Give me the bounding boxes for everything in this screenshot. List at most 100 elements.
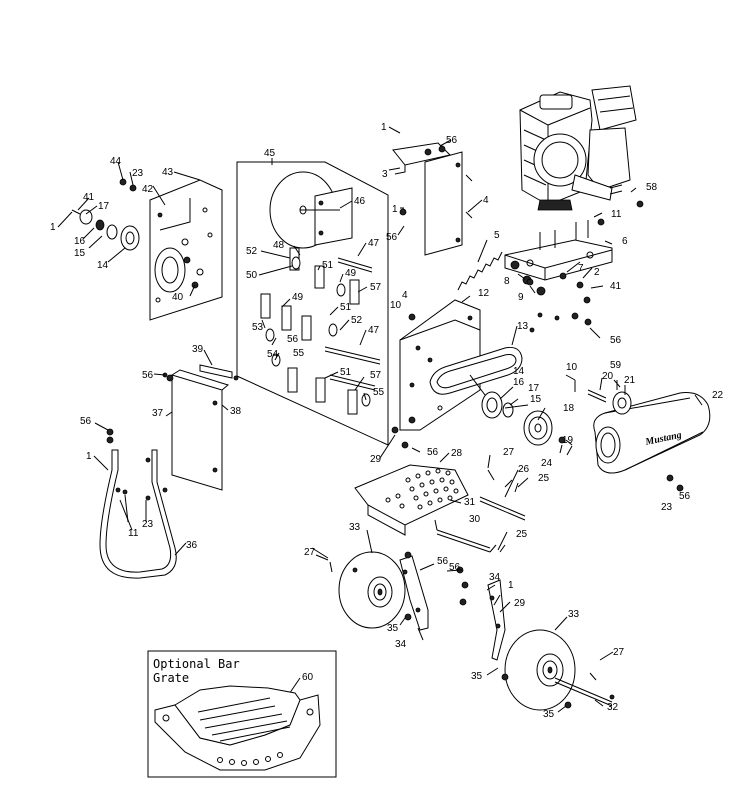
callout-55: 55 — [373, 387, 385, 398]
optional-bar-grate-inset: Optional Bar Grate 60 — [147, 650, 337, 778]
callout-25: 25 — [516, 529, 528, 540]
callout-32: 32 — [607, 702, 619, 713]
callout-27: 27 — [503, 447, 515, 458]
callout-42: 42 — [142, 184, 154, 195]
callout-49: 49 — [292, 292, 304, 303]
axle-shafts — [436, 469, 526, 553]
callout-48: 48 — [273, 240, 285, 251]
inset-title-line1: Optional Bar — [153, 657, 240, 671]
callout-17: 17 — [528, 383, 540, 394]
callout-57: 57 — [370, 370, 382, 381]
rotor-panel — [236, 161, 389, 446]
callout-36: 36 — [186, 540, 198, 551]
drive-belt — [429, 347, 523, 395]
engine-base-plate — [504, 220, 613, 333]
callout-38: 38 — [230, 406, 242, 417]
rotor-rods — [324, 257, 381, 391]
callout-55: 55 — [293, 348, 305, 359]
callout-46: 46 — [354, 196, 366, 207]
callout-24: 24 — [541, 458, 553, 469]
callout-56: 56 — [386, 232, 398, 243]
callout-39: 39 — [192, 344, 204, 355]
callout-17: 17 — [98, 201, 110, 212]
callout-26: 26 — [518, 464, 530, 475]
callout-14: 14 — [97, 260, 109, 271]
callout-56: 56 — [449, 562, 461, 573]
callout-21: 21 — [624, 375, 636, 386]
callout-51: 51 — [322, 260, 334, 271]
callout-57: 57 — [370, 282, 382, 293]
callout-1: 1 — [392, 204, 398, 215]
grate-holes — [385, 468, 459, 510]
idler-assembly — [574, 380, 632, 415]
leader-lines — [57, 126, 703, 713]
callout-14: 14 — [513, 366, 525, 377]
callout-35: 35 — [387, 623, 399, 634]
chute-panel — [162, 364, 239, 491]
callout-34: 34 — [489, 572, 501, 583]
callout-20: 20 — [602, 371, 614, 382]
callout-23: 23 — [132, 168, 144, 179]
callout-8: 8 — [504, 276, 510, 287]
hub-left — [71, 178, 140, 251]
callout-37: 37 — [152, 408, 164, 419]
callout-56: 56 — [142, 370, 154, 381]
callout-45: 45 — [264, 148, 276, 159]
callout-59: 59 — [610, 360, 622, 371]
callout-41: 41 — [83, 192, 95, 203]
callout-10: 10 — [390, 300, 402, 311]
callout-30: 30 — [469, 514, 481, 525]
callout-15: 15 — [530, 394, 542, 405]
callout-23: 23 — [661, 502, 673, 513]
wheel-right — [487, 579, 613, 711]
callout-52: 52 — [246, 246, 258, 257]
callout-58: 58 — [646, 182, 658, 193]
callout-12: 12 — [478, 288, 490, 299]
callout-35: 35 — [471, 671, 483, 682]
callout-31: 31 — [464, 497, 476, 508]
screen-grate — [354, 464, 469, 536]
callout-27: 27 — [613, 647, 625, 658]
callout-56: 56 — [427, 447, 439, 458]
callout-47: 47 — [368, 325, 380, 336]
callout-15: 15 — [74, 248, 86, 259]
inset-title-line2: Grate — [153, 671, 189, 685]
callout-16: 16 — [513, 377, 525, 388]
callout-1: 1 — [50, 222, 56, 233]
engine — [519, 85, 637, 211]
callout-27: 27 — [304, 547, 316, 558]
callout-49: 49 — [345, 268, 357, 279]
drive-pulleys — [481, 391, 573, 446]
callout-51: 51 — [340, 367, 352, 378]
callout-10: 10 — [566, 362, 578, 373]
callout-33: 33 — [349, 522, 361, 533]
callout-3: 3 — [382, 169, 388, 180]
callout-47: 47 — [368, 238, 380, 249]
handle — [99, 436, 177, 579]
callout-56: 56 — [80, 416, 92, 427]
callout-6: 6 — [622, 236, 628, 247]
callout-7: 7 — [578, 263, 584, 274]
callout-23: 23 — [142, 519, 154, 530]
callout-60: 60 — [302, 672, 314, 683]
spring — [457, 251, 503, 291]
callout-41: 41 — [610, 281, 622, 292]
callout-25: 25 — [538, 473, 550, 484]
callout-50: 50 — [246, 270, 258, 281]
swing-hammers — [260, 247, 360, 415]
callout-1: 1 — [86, 451, 92, 462]
callout-28: 28 — [451, 448, 463, 459]
callout-56: 56 — [679, 491, 691, 502]
callout-51: 51 — [340, 302, 352, 313]
callout-56: 56 — [446, 135, 458, 146]
callout-11: 11 — [128, 528, 139, 539]
callout-43: 43 — [162, 167, 174, 178]
callout-56: 56 — [437, 556, 449, 567]
callout-2: 2 — [594, 267, 600, 278]
callout-44: 44 — [110, 156, 122, 167]
wheel-left — [338, 551, 429, 631]
callout-16: 16 — [74, 236, 86, 247]
side-plate-right — [399, 299, 481, 431]
side-plate-left — [149, 179, 223, 321]
